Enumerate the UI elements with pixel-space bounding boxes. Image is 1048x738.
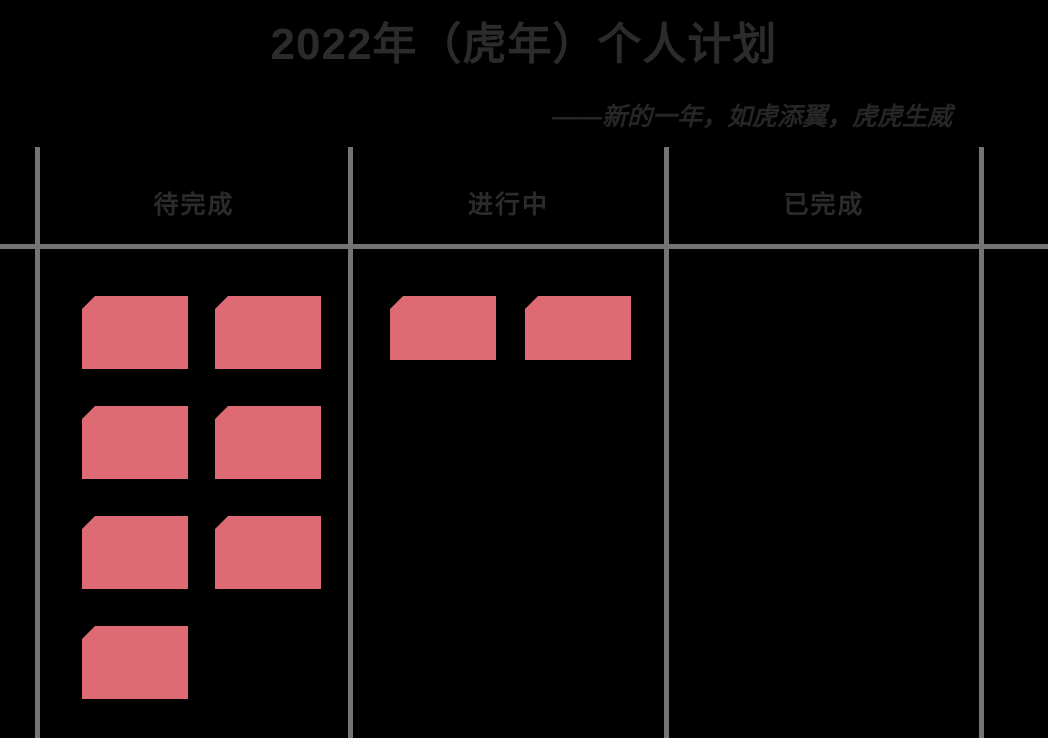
task-card[interactable] [525,296,631,360]
column-body-todo [40,249,348,738]
column-body-doing [353,249,664,738]
task-card[interactable] [390,296,496,360]
task-card[interactable] [82,516,188,589]
page-title: 2022年（虎年）个人计划 [270,20,778,69]
column-body-done [669,249,979,738]
task-card[interactable] [215,296,321,369]
column-header-done: 已完成 [783,191,865,219]
task-card[interactable] [215,516,321,589]
column-header-doing: 进行中 [467,191,549,219]
task-card[interactable] [215,406,321,479]
column-divider-2 [664,147,669,738]
column-divider-left [35,147,40,738]
page-subtitle: ——新的一年，如虎添翼，虎虎生威 [551,103,952,131]
header-divider-horizontal [0,244,1048,249]
title-area: 2022年（虎年）个人计划 ——新的一年，如虎添翼，虎虎生威 [0,0,1048,147]
task-card[interactable] [82,406,188,479]
task-card[interactable] [82,296,188,369]
column-header-todo: 待完成 [153,191,235,219]
column-divider-right [979,147,984,738]
column-divider-1 [348,147,353,738]
task-card[interactable] [82,626,188,699]
